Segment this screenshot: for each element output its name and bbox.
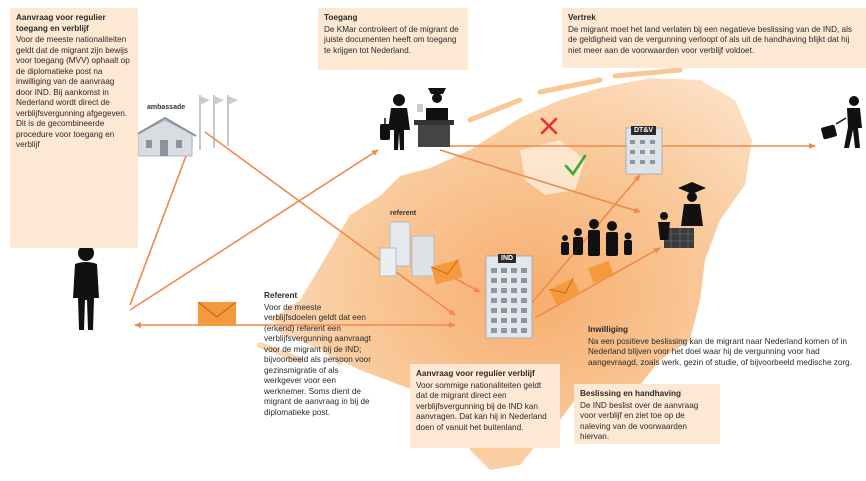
note-title: Vertrek: [568, 13, 596, 22]
building-window: [491, 318, 497, 323]
note-body: De migrant moet het land verlaten bij ee…: [568, 24, 852, 55]
cross-icon: [540, 117, 558, 135]
note-referent: Referent Voor de meeste verblijfsdoelen …: [258, 286, 378, 446]
departing-traveler-icon: [821, 96, 862, 148]
note-vertrek: Vertrek De migrant moet het land verlate…: [562, 8, 866, 68]
embassy-label: ambassade: [147, 104, 186, 111]
envelope-icon: [197, 301, 237, 326]
note-regulier-toegang: Aanvraag voor regulier toegang en verbli…: [10, 8, 138, 248]
building-window: [521, 298, 527, 303]
building-window: [491, 328, 497, 333]
note-inwilliging: Inwilliging Na een positieve beslissing …: [582, 320, 866, 367]
arrow-toegang-to-nl: [439, 149, 641, 214]
border-officer-icon: [414, 88, 454, 147]
note-title: Beslissing en handhaving: [580, 389, 682, 398]
ijsselmeer: [520, 140, 585, 195]
building-window: [521, 328, 527, 333]
building-window: [501, 308, 507, 313]
worker-icon: [658, 212, 694, 248]
zeeland-islands: [257, 327, 343, 365]
family-icon: [561, 219, 632, 256]
building-window: [501, 298, 507, 303]
building-window: [501, 288, 507, 293]
building-window: [501, 328, 507, 333]
traveler-icon: [380, 94, 410, 150]
note-toegang: Toegang De KMar controleert of de migran…: [318, 8, 468, 70]
envelope-icon: [587, 260, 615, 284]
building-window: [501, 278, 507, 283]
note-body: Na een positieve beslissing kan de migra…: [588, 336, 852, 367]
building-window: [521, 308, 527, 313]
building-window: [511, 308, 517, 313]
note-title: Referent: [264, 291, 298, 300]
wadden-islands: [467, 67, 683, 123]
building-icon: [379, 221, 435, 277]
building-window: [511, 318, 517, 323]
building-window: [491, 298, 497, 303]
dtv-label: DT&V: [631, 126, 657, 135]
note-title: Aanvraag voor regulier verblijf: [416, 369, 535, 378]
envelope-icon: [549, 278, 581, 305]
envelope-icon: [430, 259, 463, 285]
arrow-ind-to-dtv: [529, 174, 641, 306]
building-window: [511, 288, 517, 293]
checkmark-icon: [564, 154, 587, 177]
building-window: [521, 268, 527, 273]
building-window: [511, 278, 517, 283]
building-window: [491, 278, 497, 283]
building-window: [511, 298, 517, 303]
note-body: Voor de meeste verblijfsdoelen geldt dat…: [264, 302, 371, 417]
building-window: [511, 328, 517, 333]
arrow-embassy-to-ind: [204, 131, 456, 316]
building-window: [491, 268, 497, 273]
note-body: Voor de meeste nationaliteiten geldt dat…: [16, 35, 130, 149]
building-window: [511, 268, 517, 273]
embassy-icon: [133, 95, 238, 157]
note-beslissing-handhaving: Beslissing en handhaving De IND beslist …: [574, 384, 720, 444]
note-title: Inwilliging: [588, 325, 629, 334]
note-body: De IND beslist over de aanvraag voor ver…: [580, 400, 699, 442]
building-window: [521, 278, 527, 283]
ind-label: IND: [498, 254, 517, 263]
note-body: Voor sommige nationaliteiten geldt dat d…: [416, 380, 547, 432]
note-regulier-verblijf: Aanvraag voor regulier verblijf Voor som…: [410, 364, 560, 448]
note-title: Aanvraag voor regulier toegang en verbli…: [16, 13, 106, 33]
arrow-person-to-embassy: [129, 139, 193, 306]
building-window: [491, 288, 497, 293]
building-window: [501, 318, 507, 323]
building-window: [521, 318, 527, 323]
graduate-icon: [678, 182, 706, 226]
referent-label: referent: [390, 210, 417, 217]
building-icon: [625, 127, 663, 175]
person-icon: [73, 245, 99, 330]
arrow-person-to-toegang: [129, 149, 379, 311]
note-title: Toegang: [324, 13, 358, 22]
arrow-ind-to-inwilliging: [534, 247, 661, 319]
building-window: [491, 308, 497, 313]
building-icon: [485, 255, 533, 339]
building-window: [501, 268, 507, 273]
note-body: De KMar controleert of de migrant de jui…: [324, 24, 459, 55]
building-window: [521, 288, 527, 293]
